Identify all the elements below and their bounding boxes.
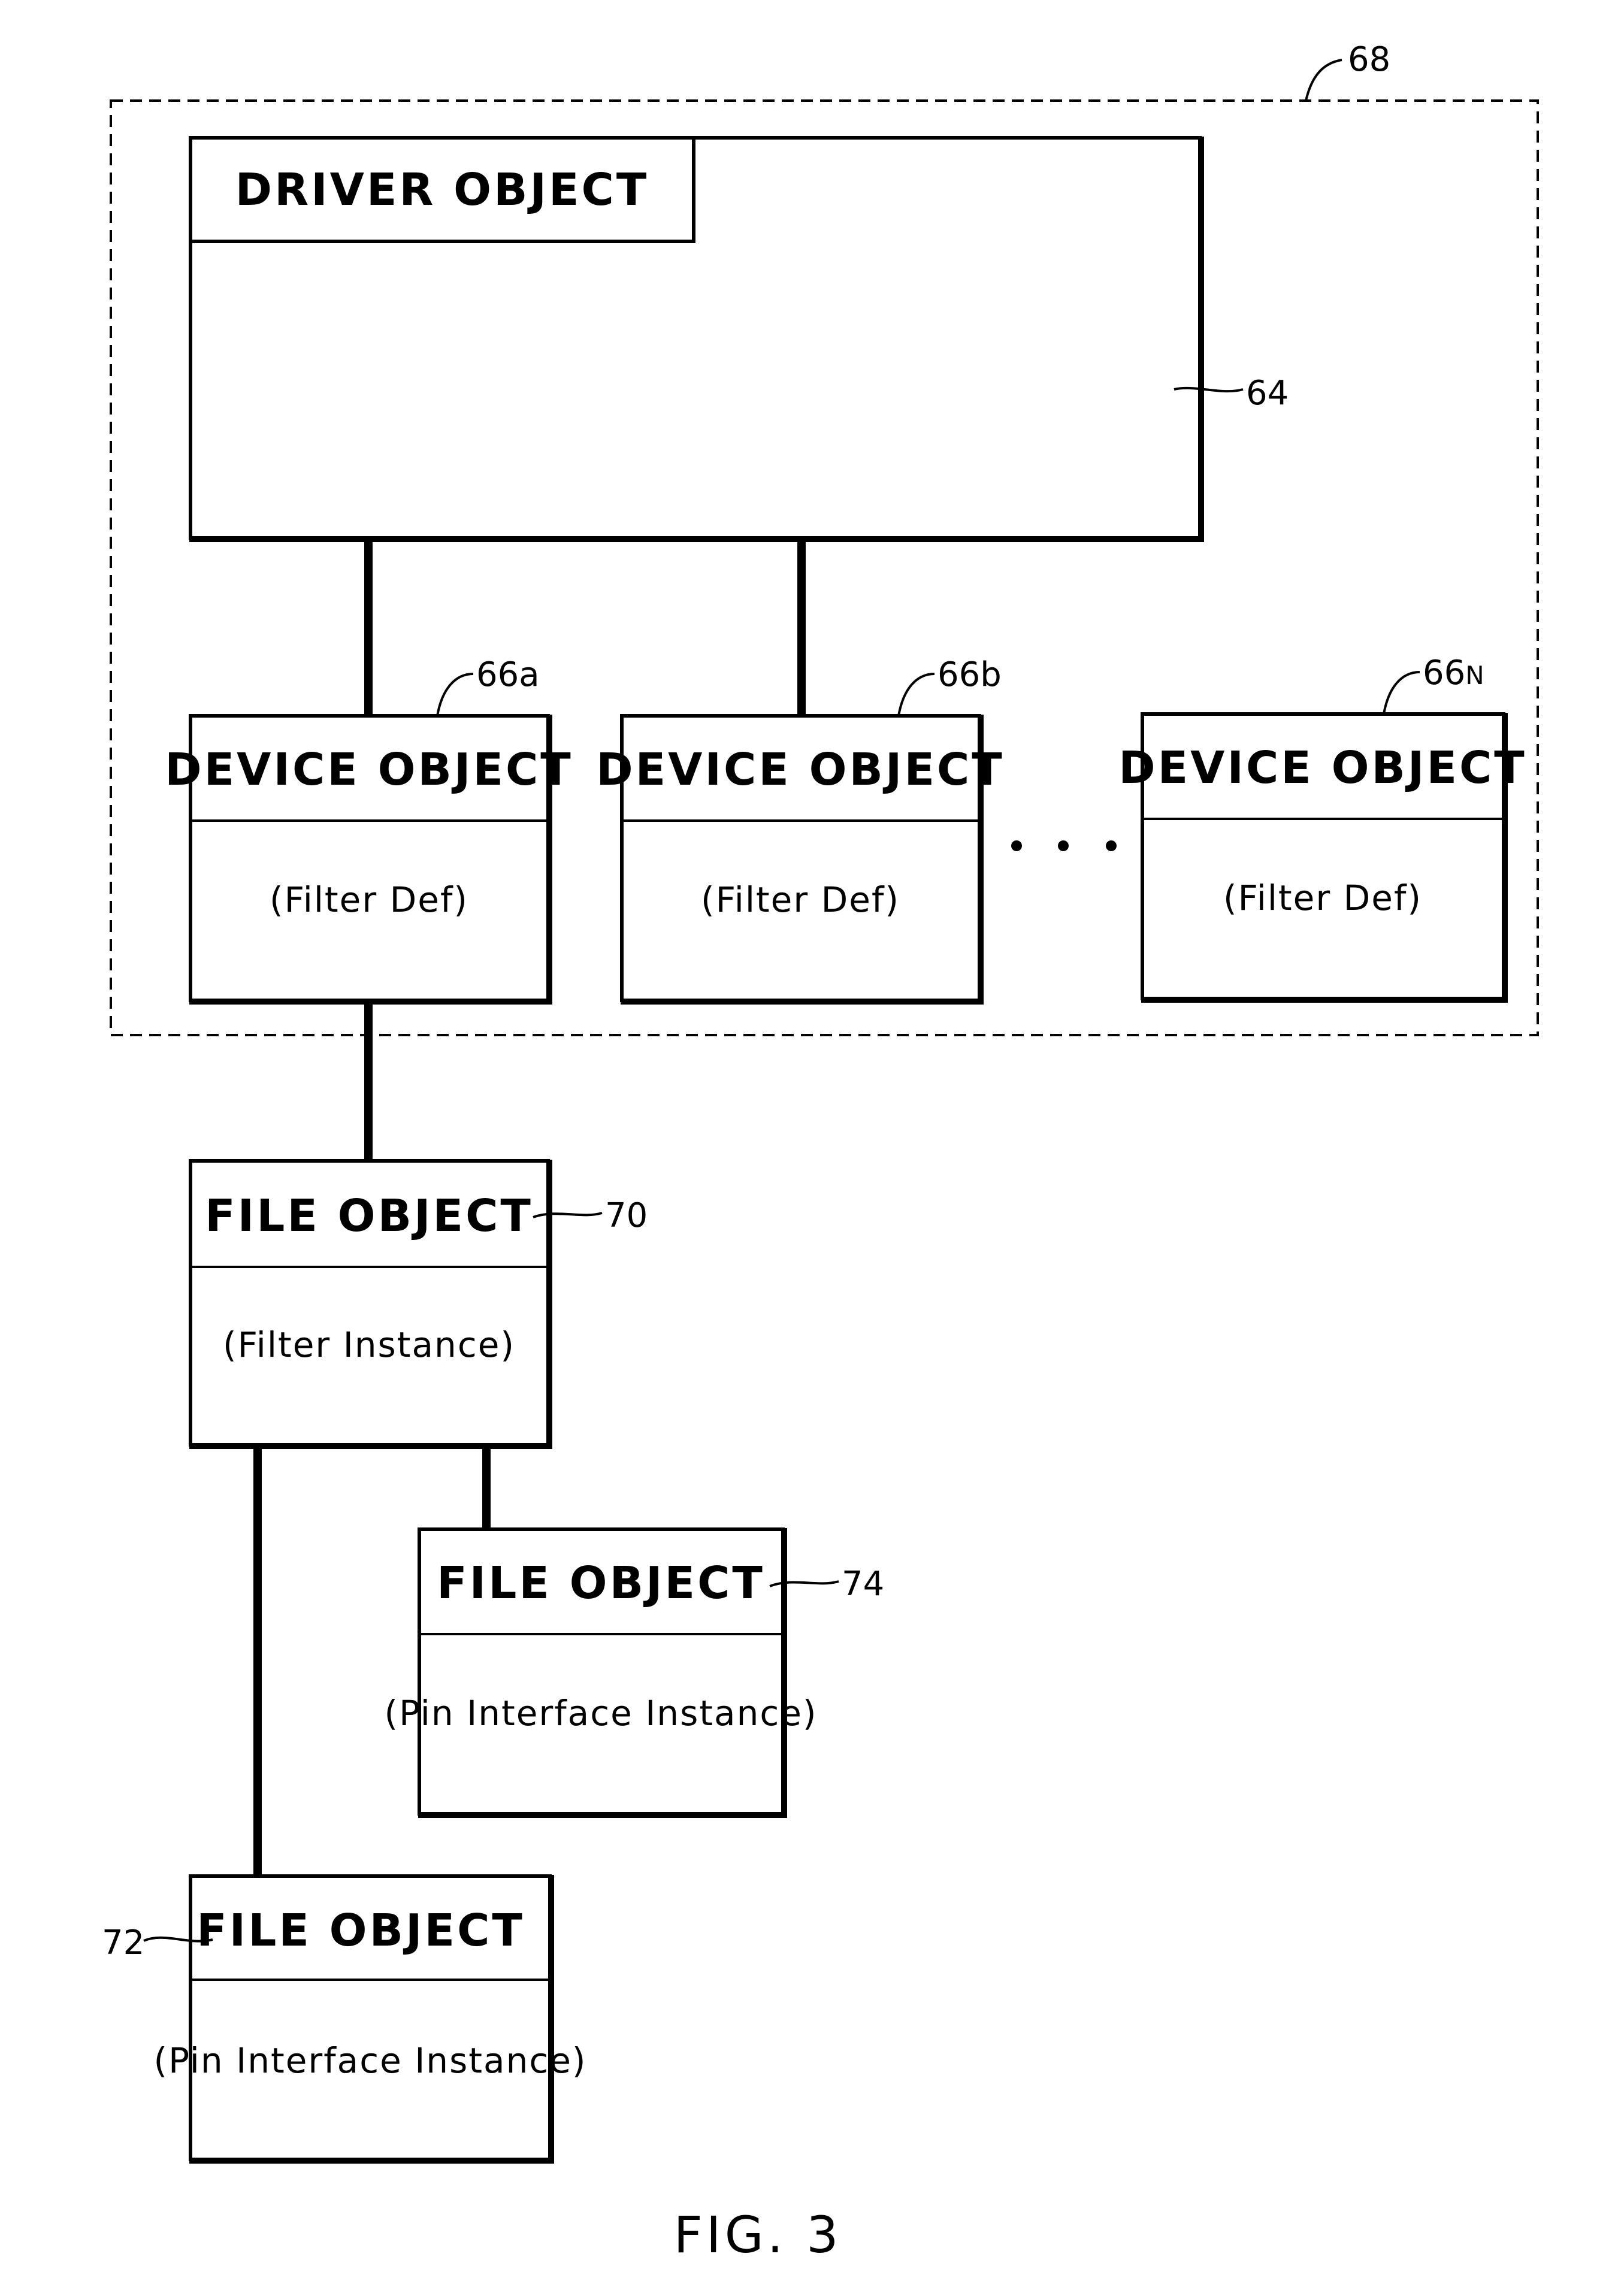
file-object-72: FILE OBJECT (Pin Interface Instance) [153,1876,586,2161]
ref-68: 68 [1348,40,1390,79]
device-object-66b: DEVICE OBJECT (Filter Def) [596,716,1005,1002]
device-object-66a-title: DEVICE OBJECT [165,744,573,795]
ref-66a: 66a [476,655,540,694]
leader-66a [437,674,473,716]
file-object-70-title: FILE OBJECT [205,1190,533,1242]
driver-object-box: DRIVER OBJECT [190,138,1201,539]
ref-66n-suffix: N [1465,661,1484,690]
ref-70: 70 [605,1196,648,1235]
file-object-74-subtitle: (Pin Interface Instance) [384,1693,817,1734]
leader-66n [1384,672,1420,714]
driver-object-title: DRIVER OBJECT [235,164,649,216]
file-object-70: FILE OBJECT (Filter Instance) [190,1161,549,1446]
leader-66b [899,674,934,716]
ellipsis-dot-3 [1106,840,1117,851]
leader-68 [1306,60,1342,101]
device-object-66n: DEVICE OBJECT (Filter Def) [1118,714,1527,1000]
figure-label: FIG. 3 [673,2206,842,2264]
device-object-66n-subtitle: (Filter Def) [1223,878,1422,918]
device-object-66n-title: DEVICE OBJECT [1118,742,1527,794]
ref-66n: 66N [1423,654,1484,692]
file-object-74-title: FILE OBJECT [437,1557,765,1609]
file-object-74: FILE OBJECT (Pin Interface Instance) [384,1529,817,1815]
device-object-66b-subtitle: (Filter Def) [701,879,900,920]
device-object-66a: DEVICE OBJECT (Filter Def) [165,716,573,1002]
ref-64: 64 [1246,374,1289,413]
ref-74: 74 [842,1565,884,1604]
ellipsis-dot-1 [1011,840,1022,851]
device-object-66a-subtitle: (Filter Def) [270,879,468,920]
ref-72: 72 [102,1923,144,1962]
device-object-66b-title: DEVICE OBJECT [596,744,1005,795]
file-object-70-subtitle: (Filter Instance) [223,1324,515,1365]
ref-66n-number: 66 [1423,654,1465,692]
ref-66b: 66b [937,655,1002,694]
file-object-72-subtitle: (Pin Interface Instance) [153,2040,586,2081]
file-object-72-title: FILE OBJECT [196,1905,525,1956]
ellipsis-dot-2 [1058,840,1069,851]
